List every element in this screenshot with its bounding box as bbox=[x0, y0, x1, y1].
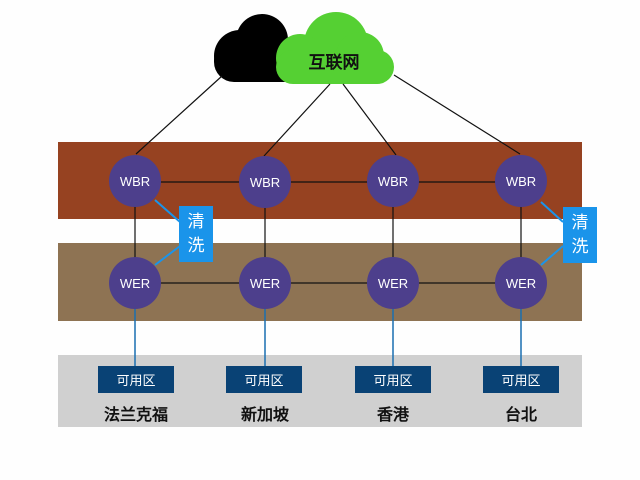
scrubbing-char-1: 清 bbox=[187, 212, 205, 232]
city-label: 香港 bbox=[376, 405, 409, 424]
link-cloud-wbr-4 bbox=[393, 74, 521, 155]
wbr-node-frankfurt[interactable]: WBR bbox=[109, 155, 161, 207]
wer-node-frankfurt[interactable]: WER bbox=[109, 257, 161, 309]
wer-node-singapore[interactable]: WER bbox=[239, 257, 291, 309]
az-box-hongkong[interactable]: 可用区 bbox=[355, 366, 431, 393]
scrubbing-char-2: 洗 bbox=[571, 237, 589, 257]
az-box-taipei[interactable]: 可用区 bbox=[483, 366, 559, 393]
wbr-node-taipei[interactable]: WBR bbox=[495, 155, 547, 207]
az-box-frankfurt[interactable]: 可用区 bbox=[98, 366, 174, 393]
wer-node-hongkong[interactable]: WER bbox=[367, 257, 419, 309]
wbr-node-singapore[interactable]: WBR bbox=[239, 156, 291, 208]
az-box-singapore[interactable]: 可用区 bbox=[226, 366, 302, 393]
wbr-node-hongkong[interactable]: WBR bbox=[367, 155, 419, 207]
link-cloud-wbr-2 bbox=[263, 83, 331, 157]
city-label: 法兰克福 bbox=[103, 405, 168, 424]
city-label: 新加坡 bbox=[240, 405, 289, 424]
scrubbing-char-1: 清 bbox=[571, 213, 589, 233]
cloud-icon-internet bbox=[276, 12, 394, 84]
city-label: 台北 bbox=[504, 405, 537, 424]
scrubbing-char-2: 洗 bbox=[187, 236, 205, 256]
internet-label: 互联网 bbox=[308, 53, 360, 73]
scrubbing-box-frankfurt[interactable]: 清 洗 bbox=[179, 206, 213, 262]
wer-node-taipei[interactable]: WER bbox=[495, 257, 547, 309]
scrubbing-box-taipei[interactable]: 清 洗 bbox=[563, 207, 597, 263]
link-cloud-wbr-1 bbox=[135, 75, 223, 155]
link-cloud-wbr-3 bbox=[342, 83, 397, 156]
